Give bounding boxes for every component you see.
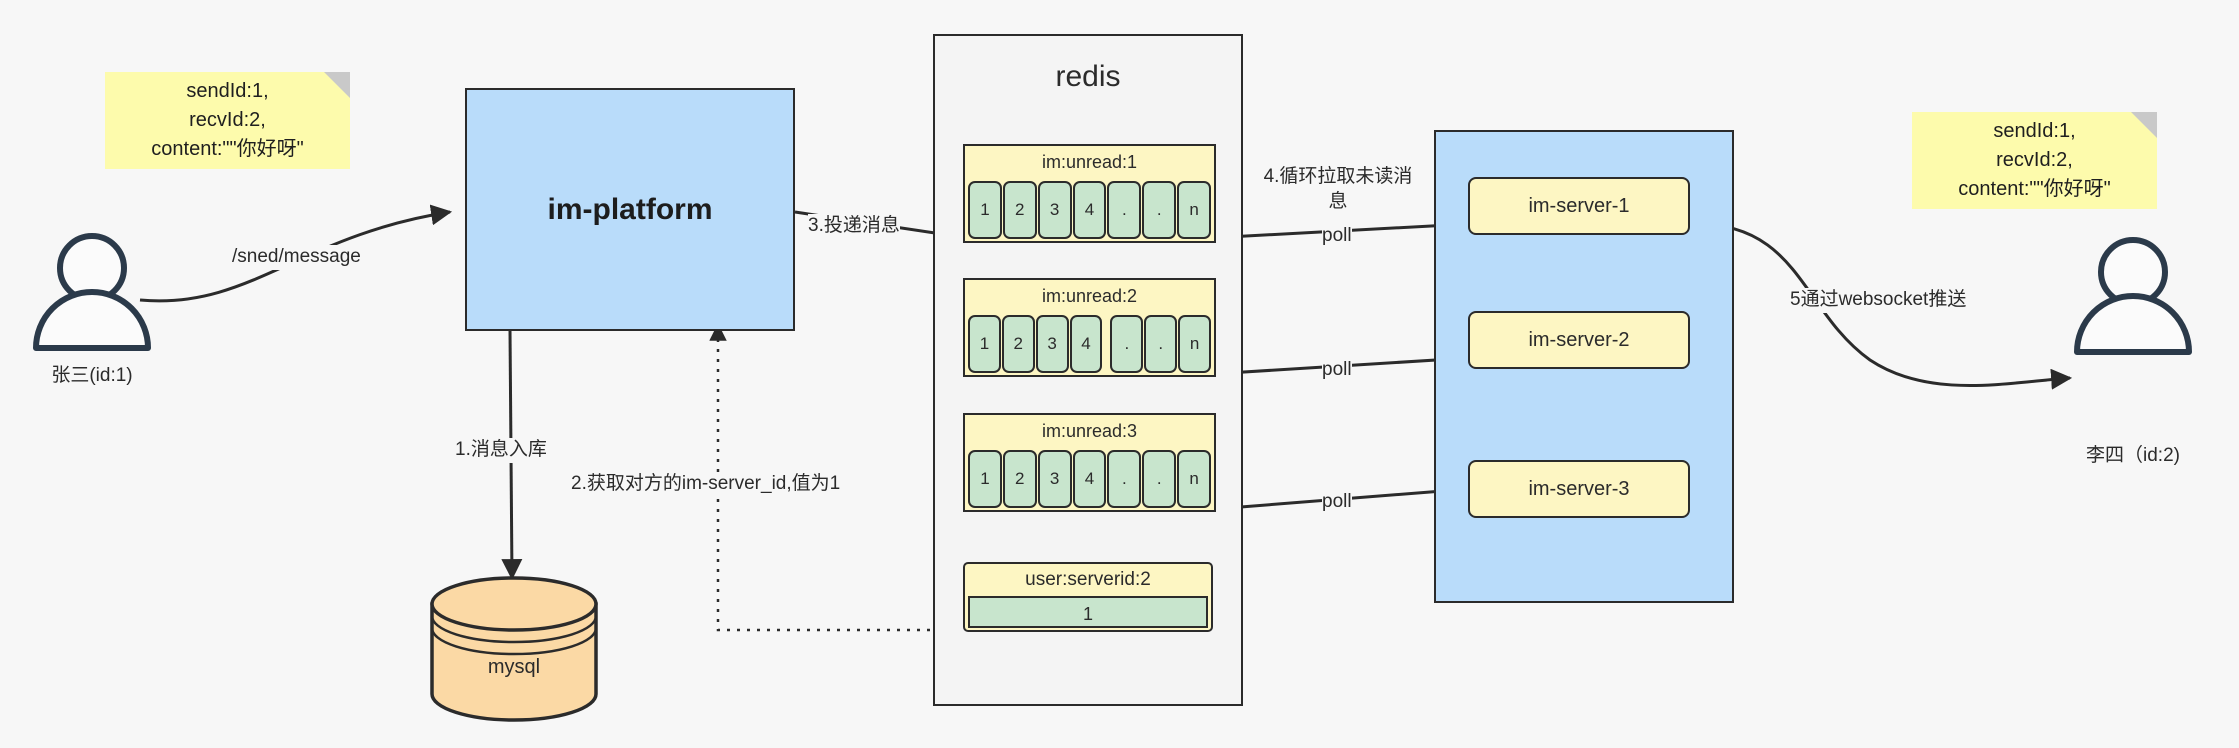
queue-cell: . — [1142, 181, 1177, 239]
im-server-group-container[interactable]: im-server-1 im-server-2 — [1434, 130, 1734, 428]
redis-container[interactable]: redis im:unread:1 1 2 3 4 . . n im:unrea… — [933, 34, 1243, 706]
sticky-note-left: sendId:1, recvId:2, content:""你好呀" — [105, 72, 350, 169]
redis-queue-2-key: im:unread:2 — [965, 280, 1214, 313]
sticky-fold-icon — [324, 72, 350, 98]
edge-label-step4: 4.循环拉取未读消息 — [1258, 165, 1418, 215]
edge-label-poll-2: poll — [1322, 358, 1352, 383]
queue-cell: 4 — [1072, 450, 1107, 508]
receiver-label: 李四（id:2) — [2086, 445, 2180, 466]
redis-queue-im-unread-1[interactable]: im:unread:1 1 2 3 4 . . n — [963, 144, 1216, 243]
queue-cell: 2 — [1001, 315, 1035, 373]
edge-label-send-message: /sned/message — [232, 245, 361, 270]
queue-cell: 4 — [1072, 181, 1107, 239]
queue-cell: n — [1177, 450, 1212, 508]
redis-queue-3-cells: 1 2 3 4 . . n — [968, 450, 1212, 508]
redis-kv-key: user:serverid:2 — [1025, 569, 1151, 590]
queue-cell: 2 — [1002, 450, 1037, 508]
sticky-right-line2: recvId:2, — [1996, 149, 2073, 171]
im-server-3-node[interactable]: im-server-3 — [1468, 460, 1690, 518]
queue-cell: n — [1177, 181, 1212, 239]
receiver-avatar-icon — [2074, 237, 2192, 355]
queue-cell: 4 — [1069, 315, 1103, 373]
redis-queue-2-cells: 1 2 3 4 . . n — [968, 315, 1212, 373]
queue-cell: 1 — [968, 181, 1002, 239]
queue-cell: . — [1142, 450, 1177, 508]
sender-label: 张三(id:1) — [51, 365, 133, 386]
edge-label-step3: 3.投递消息 — [808, 214, 900, 239]
queue-cell: 3 — [1037, 450, 1072, 508]
mysql-label: mysql — [487, 656, 541, 678]
sticky-left-line1: sendId:1, — [186, 80, 269, 102]
sender-avatar-icon — [33, 233, 151, 351]
queue-cell: 3 — [1037, 181, 1072, 239]
sticky-right-line3: content:""你好呀" — [1958, 178, 2111, 200]
redis-queue-im-unread-3[interactable]: im:unread:3 1 2 3 4 . . n — [963, 413, 1216, 512]
queue-cell: n — [1178, 315, 1212, 373]
sticky-left-line2: recvId:2, — [189, 109, 266, 131]
mysql-cylinder-icon — [430, 576, 598, 722]
redis-queue-1-key: im:unread:1 — [965, 146, 1214, 179]
sticky-fold-icon — [2131, 112, 2157, 138]
im-platform-node[interactable]: im-platform — [465, 88, 795, 331]
sticky-note-right: sendId:1, recvId:2, content:""你好呀" — [1912, 112, 2157, 209]
queue-cell: . — [1144, 315, 1178, 373]
queue-cell: 1 — [968, 450, 1002, 508]
redis-kv-user-serverid[interactable]: user:serverid:2 1 — [963, 562, 1213, 632]
im-server-2-node[interactable]: im-server-2 — [1468, 311, 1690, 369]
im-server-group-container-lower[interactable]: im-server-3 — [1434, 426, 1734, 603]
edge-label-step1: 1.消息入库 — [455, 438, 547, 463]
queue-cell: 2 — [1002, 181, 1037, 239]
sticky-right-line1: sendId:1, — [1993, 120, 2076, 142]
redis-queue-1-cells: 1 2 3 4 . . n — [968, 181, 1212, 239]
edge-label-poll-3: poll — [1322, 490, 1352, 515]
redis-queue-3-key: im:unread:3 — [965, 415, 1214, 448]
queue-cell: 3 — [1035, 315, 1069, 373]
edge-label-step2: 2.获取对方的im-server_id,值为1 — [571, 472, 841, 497]
queue-cell: . — [1107, 450, 1142, 508]
redis-kv-value: 1 — [968, 596, 1208, 628]
queue-cell: . — [1107, 181, 1142, 239]
im-server-1-node[interactable]: im-server-1 — [1468, 177, 1690, 235]
edge-label-poll-1: poll — [1322, 224, 1352, 249]
edge-label-step5: 5通过websocket推送 — [1790, 288, 1967, 313]
queue-cell: 1 — [968, 315, 1001, 373]
redis-queue-im-unread-2[interactable]: im:unread:2 1 2 3 4 . . n — [963, 278, 1216, 377]
queue-cell: . — [1110, 315, 1144, 373]
redis-title: redis — [1055, 60, 1121, 93]
sticky-left-line3: content:""你好呀" — [151, 138, 304, 160]
